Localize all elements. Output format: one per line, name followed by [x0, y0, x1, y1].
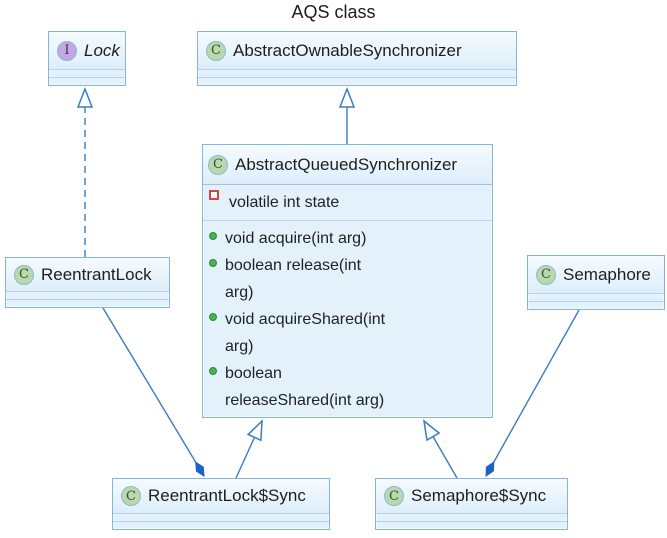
class-header: C Semaphore [528, 256, 664, 293]
method-icon [209, 232, 217, 240]
class-node-semaphore-sync[interactable]: C Semaphore$Sync [375, 478, 568, 530]
interface-icon: I [57, 40, 77, 61]
methods-compartment [376, 521, 567, 529]
class-header: C AbstractOwnableSynchronizer [198, 32, 516, 69]
method-row[interactable]: boolean release(int arg) [203, 252, 492, 306]
fields-compartment [6, 291, 169, 299]
method-row[interactable]: boolean releaseShared(int arg) [203, 360, 492, 414]
class-icon: C [14, 264, 34, 285]
method-text: void acquireShared(int arg) [225, 311, 386, 355]
class-name: Semaphore$Sync [411, 486, 547, 505]
diagram-title: AQS class [291, 2, 376, 22]
class-header: C ReentrantLock [6, 258, 169, 291]
class-name: AbstractOwnableSynchronizer [233, 40, 462, 60]
method-text: void acquire(int arg) [225, 230, 367, 247]
edge-composition-semaphore-semsync[interactable] [485, 309, 580, 477]
method-row[interactable]: void acquireShared(int arg) [203, 306, 492, 360]
fields-compartment [113, 513, 329, 521]
method-icon [209, 259, 217, 267]
edge-generalization-semsync-aqs[interactable] [424, 421, 458, 479]
class-node-abstract-ownable-synchronizer[interactable]: C AbstractOwnableSynchronizer [197, 31, 517, 86]
class-header: C Semaphore$Sync [376, 479, 567, 513]
fields-compartment [376, 513, 567, 521]
method-icon [209, 367, 217, 375]
edge-composition-reentrantlock-rlsync[interactable] [102, 307, 205, 477]
edge-generalization-rlsync-aqs[interactable] [235, 421, 262, 479]
class-name: Lock [84, 40, 120, 60]
method-icon [209, 313, 217, 321]
field-row[interactable]: volatile int state [203, 185, 492, 221]
field-text: volatile int state [229, 193, 340, 211]
class-name: ReentrantLock [41, 264, 152, 284]
class-header: C AbstractQueuedSynchronizer [203, 145, 492, 185]
methods-compartment: void acquire(int arg) boolean release(in… [203, 221, 492, 417]
method-row[interactable]: void acquire(int arg) [203, 225, 492, 252]
class-icon: C [206, 40, 226, 61]
fields-compartment [49, 69, 125, 77]
methods-compartment [113, 521, 329, 529]
class-icon: C [536, 264, 556, 285]
class-icon: C [208, 154, 228, 175]
methods-compartment [6, 299, 169, 307]
class-name: ReentrantLock$Sync [148, 486, 306, 505]
class-name: AbstractQueuedSynchronizer [235, 154, 458, 174]
class-name: Semaphore [563, 264, 651, 284]
class-node-reentrantlock-sync[interactable]: C ReentrantLock$Sync [112, 478, 330, 530]
class-node-reentrantlock[interactable]: C ReentrantLock [5, 257, 170, 308]
methods-compartment [528, 301, 664, 309]
class-header: C ReentrantLock$Sync [113, 479, 329, 513]
method-text: boolean releaseShared(int arg) [225, 365, 385, 409]
class-icon: C [384, 486, 404, 506]
method-text: boolean release(int arg) [225, 257, 362, 301]
class-node-semaphore[interactable]: C Semaphore [527, 255, 665, 310]
class-node-abstract-queued-synchronizer[interactable]: C AbstractQueuedSynchronizer volatile in… [202, 144, 493, 418]
class-icon: C [121, 486, 141, 506]
fields-compartment [198, 69, 516, 77]
class-header: I Lock [49, 32, 125, 69]
methods-compartment [198, 77, 516, 85]
methods-compartment [49, 77, 125, 85]
class-node-lock[interactable]: I Lock [48, 31, 126, 86]
field-icon [209, 190, 219, 200]
fields-compartment [528, 293, 664, 301]
